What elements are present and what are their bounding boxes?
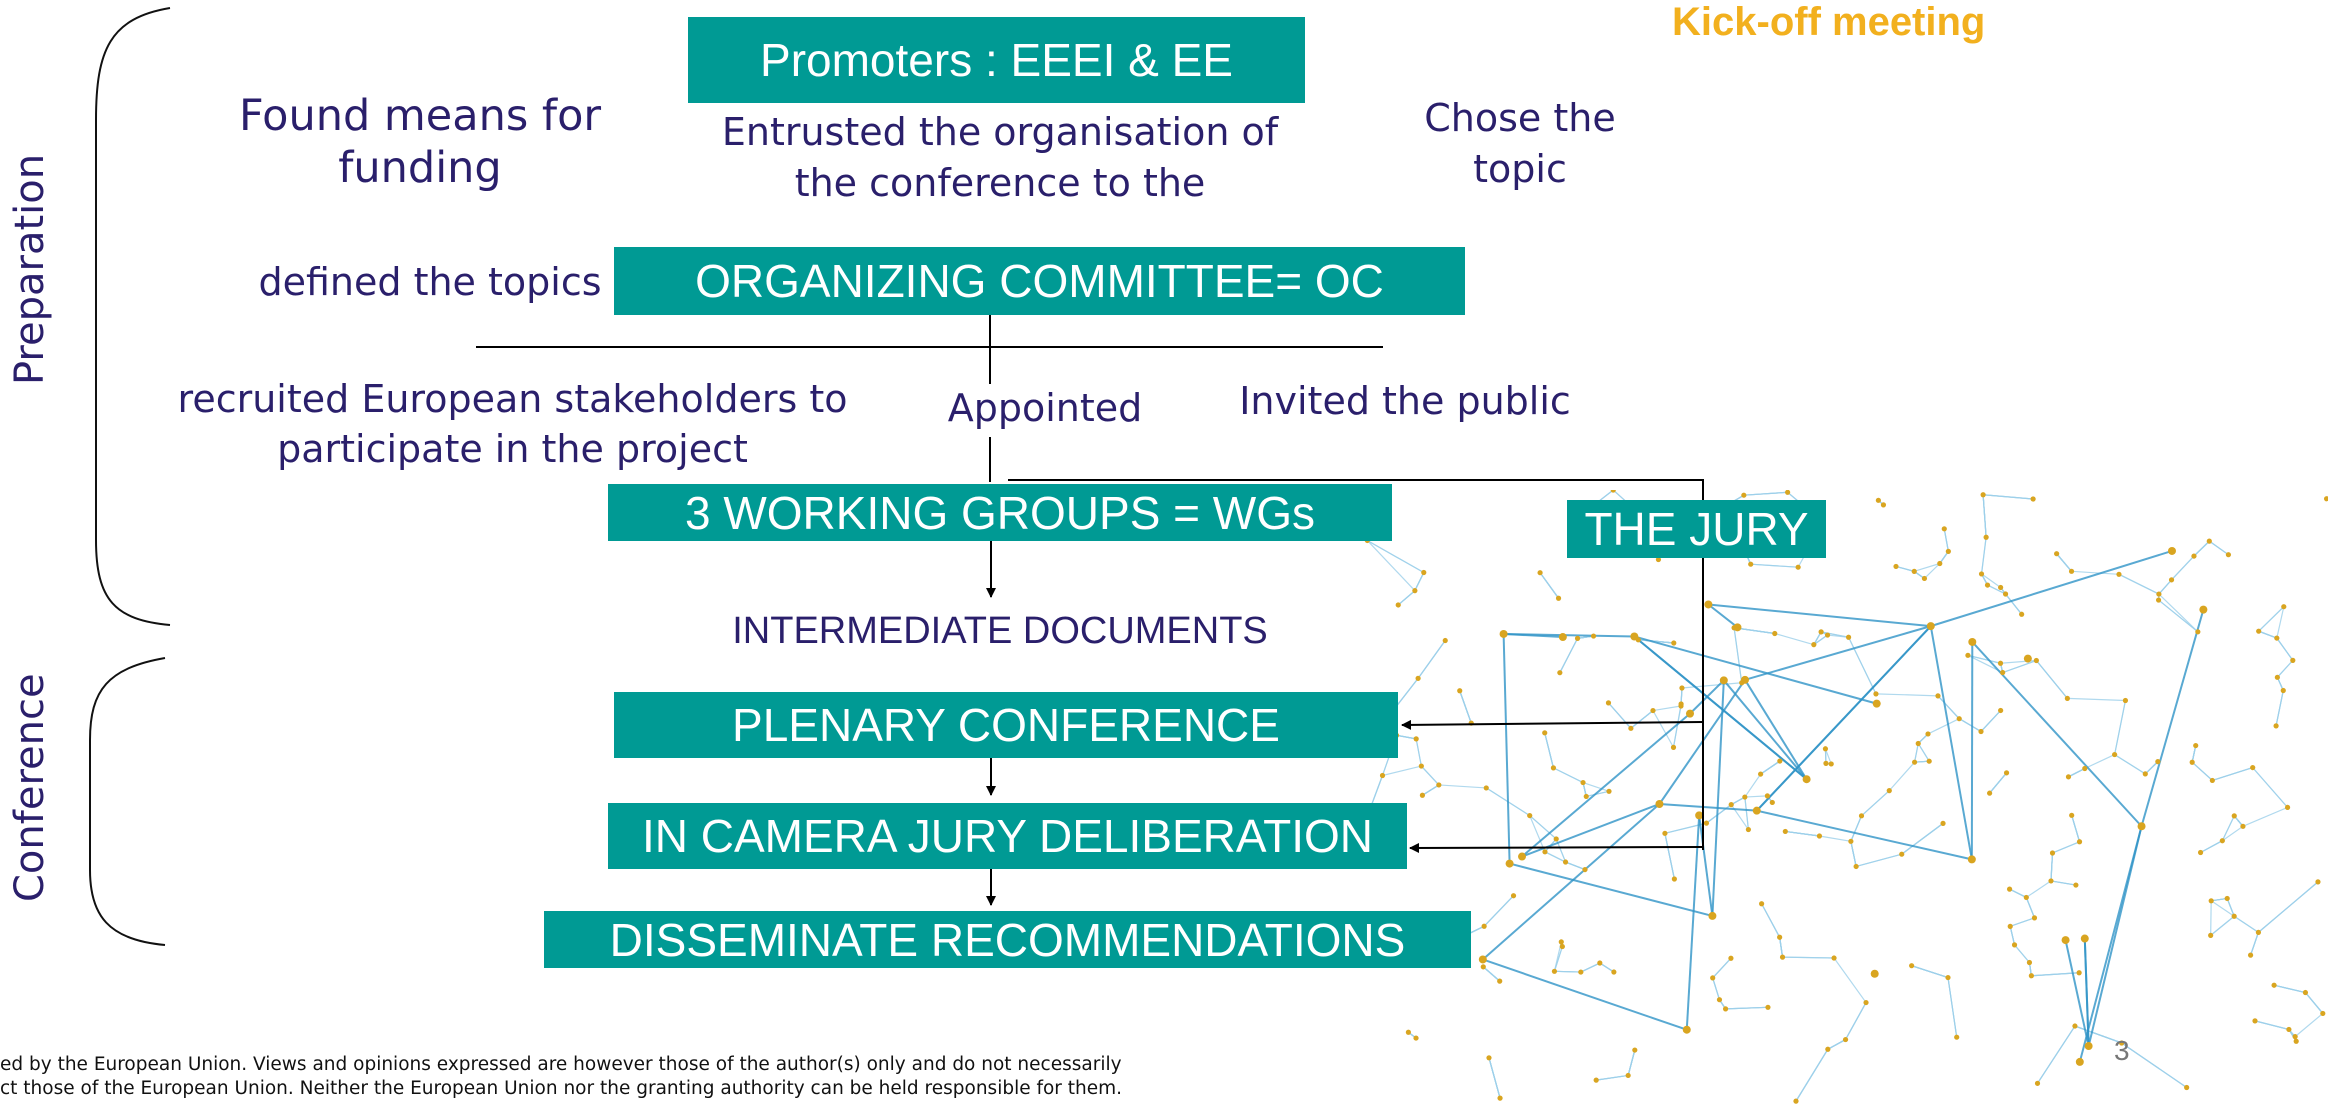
jury-box: THE JURY (1567, 500, 1826, 558)
appointed-label: Appointed (895, 384, 1195, 432)
chose-line-1: Chose the (1424, 96, 1616, 140)
chose-line-2: topic (1473, 147, 1567, 191)
disclaimer-line-2: ct those of the European Union. Neither … (0, 1078, 1123, 1099)
funding-line-2: funding (338, 143, 502, 193)
organizing-committee-box: ORGANIZING COMMITTEE= OC (614, 247, 1465, 315)
page-number: 3 (2114, 1035, 2130, 1066)
arrow-jury-to-plenary (1401, 719, 1704, 730)
working-groups-box: 3 WORKING GROUPS = WGs (608, 484, 1392, 541)
intermediate-documents-label: INTERMEDIATE DOCUMENTS (732, 610, 1268, 652)
recruited-line-2: participate in the project (277, 427, 748, 471)
jury-connector (1008, 479, 1704, 500)
network-nodes (1334, 490, 2328, 1104)
conference-bracket (89, 657, 166, 946)
kickoff-title: Kick-off meeting (1672, 0, 1986, 44)
recruited-line-1: recruited European stakeholders to (177, 377, 848, 421)
plenary-conference-box: PLENARY CONFERENCE (614, 692, 1398, 758)
funding-label: Found means for funding (200, 90, 640, 194)
recruited-label: recruited European stakeholders to parti… (170, 374, 855, 474)
entrusted-label: Entrusted the organisation of the confer… (700, 107, 1300, 209)
preparation-bracket (95, 7, 171, 626)
bracket-lines (89, 7, 171, 946)
invited-public-label: Invited the public (1239, 379, 1571, 423)
funding-line-1: Found means for (238, 91, 602, 141)
disclaimer-line-1: ed by the European Union. Views and opin… (0, 1054, 1122, 1075)
disseminate-recommendations-box: DISSEMINATE RECOMMENDATIONS (544, 911, 1471, 968)
connector-lines (476, 315, 1704, 906)
eu-disclaimer: ed by the European Union. Views and opin… (0, 1053, 1360, 1101)
defined-topics-label: defined the topics (258, 260, 602, 304)
arrow-jury-to-deliberation (1409, 842, 1704, 853)
chose-topic-label: Chose the topic (1380, 93, 1660, 195)
promoters-box: Promoters : EEEI & EE (688, 17, 1305, 103)
jury-deliberation-box: IN CAMERA JURY DELIBERATION (608, 803, 1407, 869)
entrusted-line-1: Entrusted the organisation of (721, 110, 1279, 154)
entrusted-line-2: the conference to the (794, 161, 1206, 205)
